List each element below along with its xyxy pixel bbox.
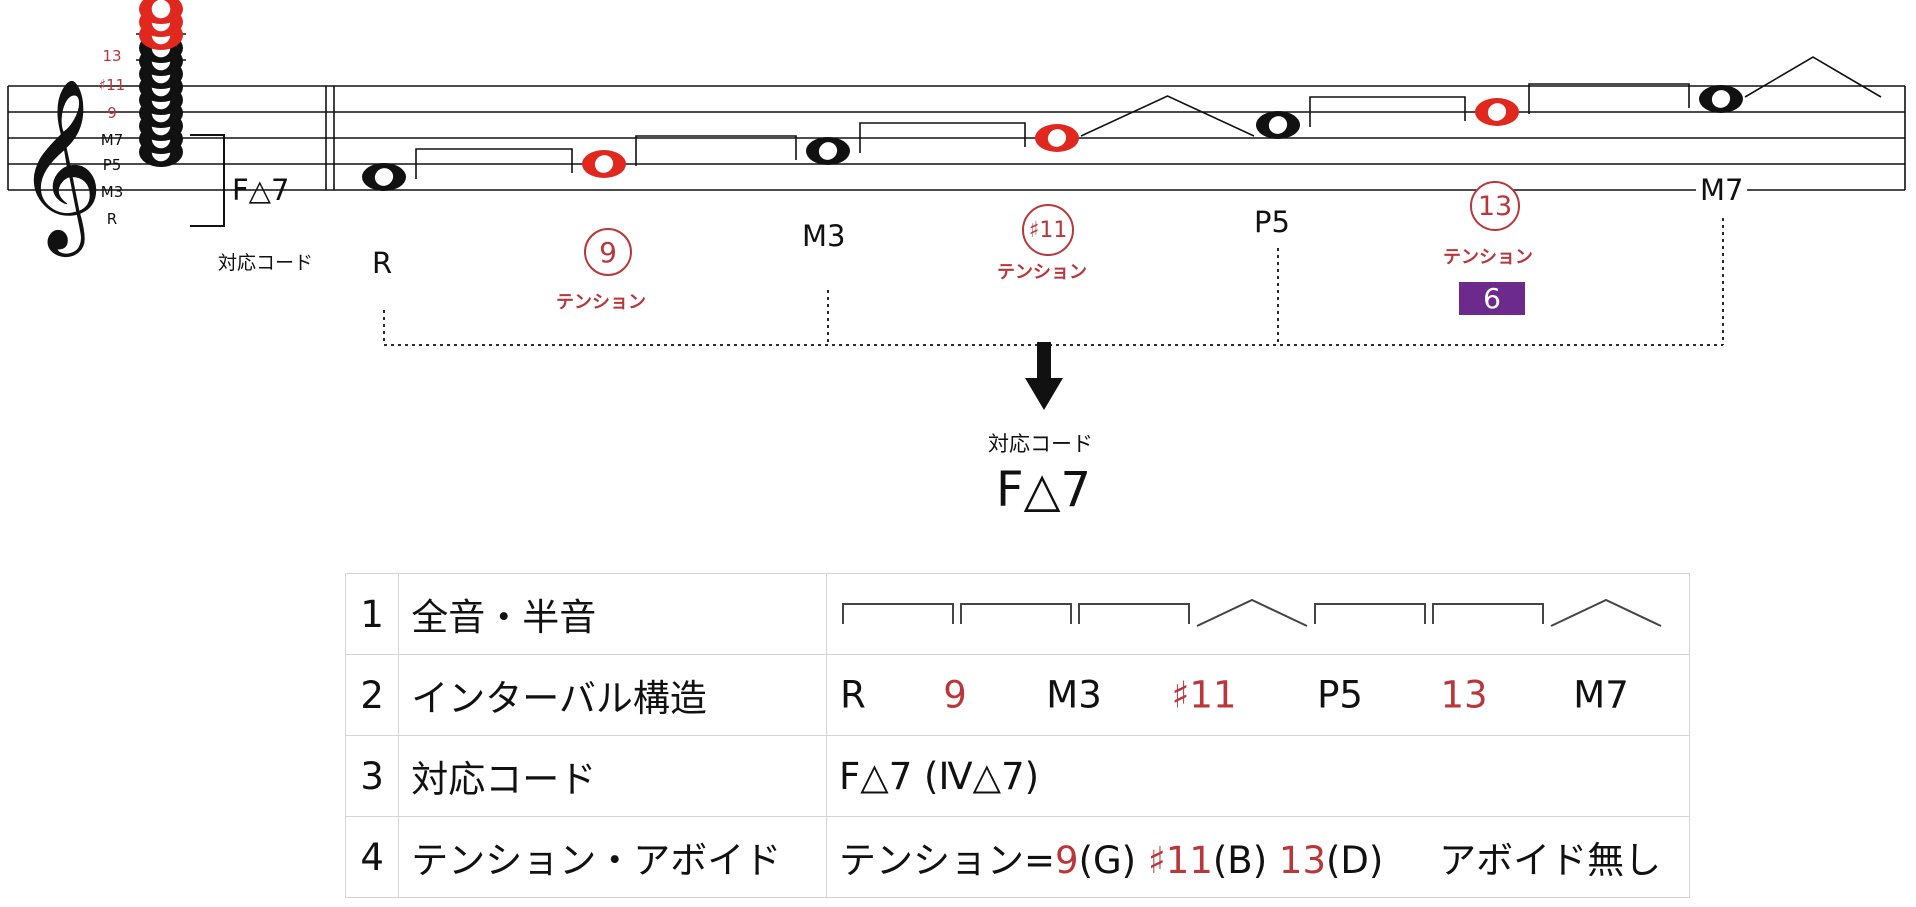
whole-step-mark <box>1314 603 1426 624</box>
whole-step-connector <box>1528 83 1690 114</box>
interval-p5: P5 <box>1317 673 1363 717</box>
chord-stack <box>139 0 183 167</box>
chord-stack-label: 9 <box>107 104 117 122</box>
whole-step-mark <box>960 603 1072 624</box>
half-step-mark <box>1196 598 1308 627</box>
tension-13-num: 13 <box>1278 839 1326 882</box>
row-number: 2 <box>344 654 400 736</box>
chord-cell: F△7 (Ⅳ△7) <box>826 735 1690 817</box>
chord-stack-label: M7 <box>101 131 124 149</box>
step-connectors <box>415 56 1882 179</box>
tension-avoid-cell: テンション=9(G) ♯11(B) 13(D) アボイド無し <box>826 816 1690 898</box>
chord-stack-label: ♯11 <box>99 76 125 94</box>
table-row: 2 インターバル構造 R 9 M3 ♯11 P5 13 M7 <box>344 654 1690 736</box>
tension-13-note: (D) <box>1326 839 1384 882</box>
badge-6: 6 <box>1459 282 1525 315</box>
table-row: 3 対応コード F△7 (Ⅳ△7) <box>344 735 1690 817</box>
scale-note <box>362 163 406 191</box>
scale-note <box>1256 111 1300 139</box>
interval-9: 9 <box>943 673 967 717</box>
tension-9-label: テンション <box>556 292 646 313</box>
staff-lines <box>8 85 1905 191</box>
chord-stack-label: R <box>107 210 117 228</box>
chord-stack-label: P5 <box>103 156 122 174</box>
table-row: 1 全音・半音 <box>344 573 1690 655</box>
treble-clef-icon: 𝄞 <box>16 77 103 257</box>
table-row: 4 テンション・アボイド テンション=9(G) ♯11(B) 13(D) アボイ… <box>344 816 1690 898</box>
tension-prefix: テンション= <box>839 839 1056 882</box>
row-header: 全音・半音 <box>398 573 827 655</box>
chord-bracket <box>190 134 225 227</box>
analysis-table: 1 全音・半音 2 インターバル構造 R 9 M3 ♯11 P5 13 M7 3… <box>344 573 1690 898</box>
row-header: 対応コード <box>398 735 827 817</box>
down-arrow-icon <box>1025 342 1063 410</box>
tension-9-circle: 9 <box>584 228 632 276</box>
result-label: 対応コード <box>988 432 1093 456</box>
scale-note <box>1475 98 1519 126</box>
note-label-r: R <box>372 246 393 280</box>
step-pattern-graphic <box>842 598 1662 627</box>
whole-step-mark <box>1432 603 1544 624</box>
tension-sharp11-circle: ♯11 <box>1022 204 1074 256</box>
chord-stack-label: 13 <box>102 47 121 65</box>
whole-step-mark <box>1078 603 1190 624</box>
half-step-connector <box>1744 56 1882 98</box>
note-label-m3: M3 <box>802 219 846 253</box>
grouping-dotted-lines <box>383 218 1724 346</box>
tension-9-note: (G) <box>1078 839 1137 882</box>
row-number: 1 <box>344 573 400 655</box>
interval-13: 13 <box>1440 673 1488 717</box>
scale-note <box>806 137 850 165</box>
tension-sharp11-label: テンション <box>997 262 1087 283</box>
chord-stack-label: M3 <box>101 183 124 201</box>
whole-step-connector <box>635 135 797 166</box>
interval-m7: M7 <box>1573 673 1629 717</box>
interval-m3: M3 <box>1046 673 1102 717</box>
half-step-mark <box>1550 598 1662 627</box>
scale-note <box>582 150 626 178</box>
note-label-p5: P5 <box>1254 205 1290 239</box>
step-pattern-cell <box>826 573 1690 655</box>
result-chord: F△7 <box>996 462 1092 518</box>
tension-sharp11-num: ♯11 <box>1147 839 1213 882</box>
row-header: インターバル構造 <box>398 654 827 736</box>
row-number: 3 <box>344 735 400 817</box>
tension-13-circle: 13 <box>1470 181 1520 231</box>
left-chord-name: F△7 <box>232 173 290 207</box>
tension-sharp11-note: (B) <box>1212 839 1268 882</box>
whole-step-connector <box>1309 96 1466 127</box>
row-number: 4 <box>344 816 400 898</box>
interval-structure-cell: R 9 M3 ♯11 P5 13 M7 <box>826 654 1690 736</box>
half-step-connector <box>1080 95 1255 137</box>
whole-step-mark <box>842 603 954 624</box>
scale-note <box>1699 85 1743 113</box>
row-header: テンション・アボイド <box>398 816 827 898</box>
scale-note <box>1035 124 1079 152</box>
interval-r: R <box>840 673 866 717</box>
whole-step-connector <box>859 122 1026 153</box>
avoid-text: アボイド無し <box>1439 839 1662 882</box>
chord-note <box>139 0 183 24</box>
tension-9-num: 9 <box>1055 839 1079 882</box>
whole-step-connector <box>415 148 573 179</box>
tension-13-label: テンション <box>1443 247 1533 268</box>
left-corresponding-label: 対応コード <box>218 252 314 274</box>
scale-notes <box>362 85 1743 191</box>
interval-sharp11: ♯11 <box>1171 673 1237 717</box>
note-label-m7: M7 <box>1696 173 1748 207</box>
